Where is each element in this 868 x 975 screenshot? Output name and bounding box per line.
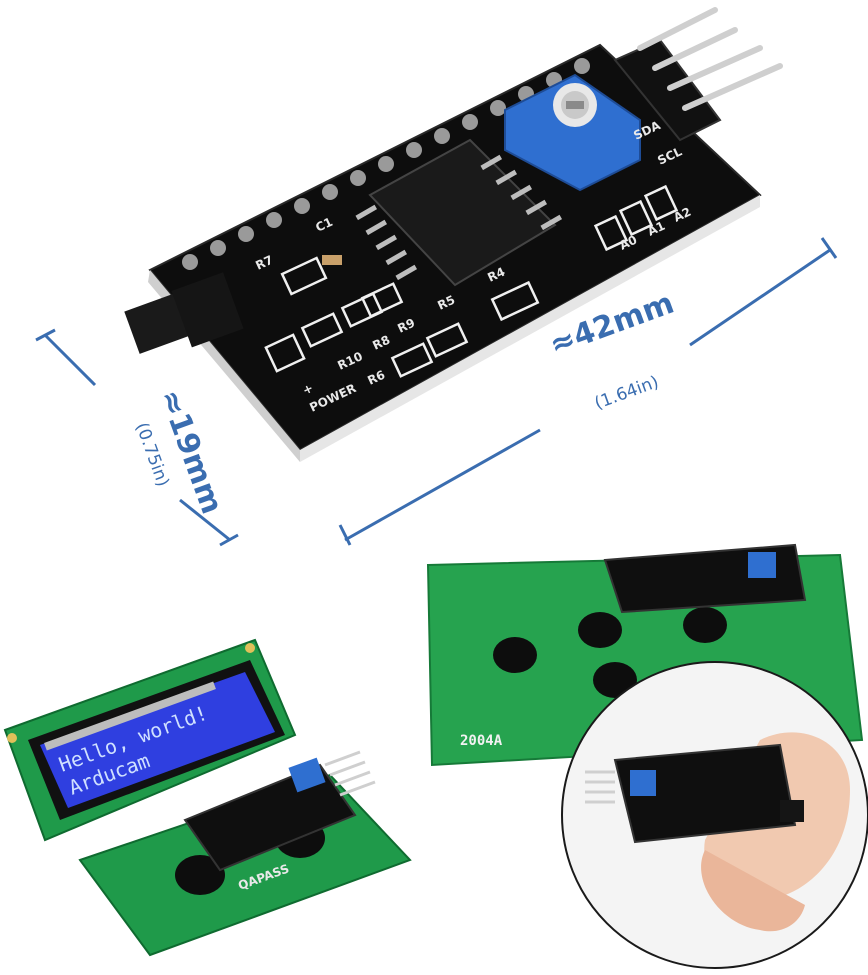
- silk-a2: A2: [671, 205, 693, 225]
- silk-a0: A0: [617, 233, 639, 253]
- silk-r5: R5: [435, 293, 457, 313]
- silk-r7: R7: [253, 253, 275, 273]
- width-tick-right: [820, 237, 838, 259]
- pcf8574-chip: [355, 138, 563, 287]
- dimension-lines: [35, 237, 838, 547]
- silk-a1: A1: [645, 219, 667, 239]
- height-tick-bottom: [219, 533, 239, 547]
- potentiometer: [504, 73, 641, 192]
- mini-potentiometer: [288, 757, 326, 793]
- hand-holding-module-icon: [585, 732, 850, 932]
- mini-i2c-adapter: [183, 763, 357, 872]
- silk-r8: R8: [370, 333, 392, 353]
- silk-r4: R4: [485, 265, 507, 285]
- width-line-left: [344, 428, 541, 542]
- silk-c1: C1: [313, 215, 334, 235]
- height-tick-top: [35, 328, 56, 342]
- capacitor-c1: [322, 255, 342, 265]
- height-line-top: [43, 333, 97, 387]
- width-tick-left: [338, 524, 352, 546]
- silk-r9: R9: [395, 316, 417, 336]
- lcd1602-header-pins: [44, 681, 216, 751]
- hand-inset: [561, 661, 868, 969]
- i2c-pin-header: [613, 7, 783, 142]
- lcd1602-back-module: QAPASS: [78, 750, 412, 957]
- width-line-right: [689, 248, 831, 347]
- silk-2004a: 2004A: [460, 733, 503, 749]
- silk-r6: R6: [365, 368, 387, 388]
- i2c-adapter-board: C1 R7 POWER R6 R10 R8 R9 R5 R4 A0 A1 A2 …: [124, 7, 783, 462]
- height-line-bottom: [179, 498, 231, 542]
- lcd2004-potentiometer: [748, 552, 776, 578]
- backlight-jumper: [124, 272, 244, 354]
- lcd1602-module: Hello, world! Arducam: [3, 638, 297, 842]
- header-pin-row: [182, 58, 590, 270]
- smd-components: [264, 184, 679, 378]
- lcd2004-module: 2004A: [426, 543, 864, 767]
